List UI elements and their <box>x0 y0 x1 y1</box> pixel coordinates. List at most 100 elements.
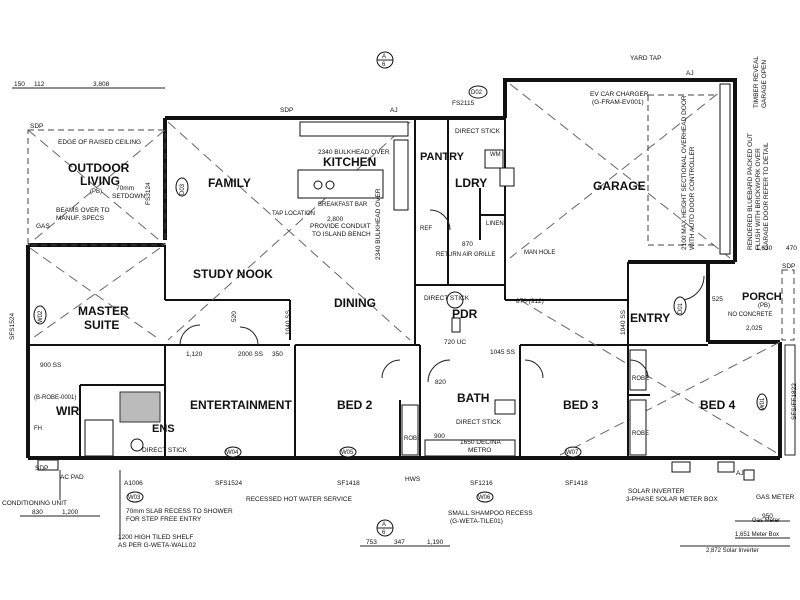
dim-347: 347 <box>394 539 405 546</box>
ac-pad <box>37 459 59 471</box>
note-shampoo: SMALL SHAMPOO RECESS <box>448 510 533 517</box>
dim-1040ss-2: 1040 SS <box>620 309 627 335</box>
svg-text:FOR STEP FREE ENTRY: FOR STEP FREE ENTRY <box>126 516 202 523</box>
room-entertainment: ENTERTAINMENT <box>190 398 292 412</box>
code-sdp-bottom: SDP <box>35 465 48 472</box>
outdoor-living-outline <box>27 129 166 246</box>
dim-830: 830 <box>32 509 43 516</box>
room-bed4: BED 4 <box>700 398 736 412</box>
dim-1045ss: 1045 SS <box>490 349 516 356</box>
code-a1006: A1006 <box>124 480 143 487</box>
dim-1630: 1,630 <box>756 245 773 252</box>
note-bulkhead-dining: 2340 BULKHEAD OVER <box>375 188 382 260</box>
dim-753: 753 <box>366 539 377 546</box>
room-entry: ENTRY <box>630 311 670 325</box>
note-gas-meter-label: Gas Meter <box>752 518 780 524</box>
svg-text:6: 6 <box>382 530 386 536</box>
note-edge-raised: EDGE OF RAISED CEILING <box>58 139 141 146</box>
note-garage-door: 2100 MAX HEIGHT SECTIONAL OVERHEAD DOOR <box>681 95 688 250</box>
svg-text:MANUF. SPECS: MANUF. SPECS <box>56 215 105 222</box>
note-hot-water: RECESSED HOT WATER SERVICE <box>246 496 353 503</box>
robe-bed2 <box>401 404 419 456</box>
note-solar-inverter: SOLAR INVERTER <box>628 488 685 495</box>
dim-3808: 3,808 <box>93 81 110 88</box>
room-linen: LINEN <box>486 221 504 227</box>
room-kitchen: KITCHEN <box>323 155 376 169</box>
note-no-concrete: NO CONCRETE <box>728 312 772 318</box>
note-beams: BEAMS OVER TO <box>56 207 110 214</box>
dim-870: 870 <box>462 241 473 248</box>
garage-door <box>719 83 731 255</box>
tag-d01: D01 <box>678 302 684 314</box>
bath-tub <box>424 439 516 457</box>
meter-box <box>717 461 735 473</box>
room-bed2: BED 2 <box>337 398 373 412</box>
solar-inverter-box <box>671 461 691 473</box>
dim-720uc: 720 UC <box>444 339 466 346</box>
svg-text:TO ISLAND BENCH: TO ISLAND BENCH <box>312 231 371 238</box>
note-solar-meter: 3-PHASE SOLAR METER BOX <box>626 496 718 503</box>
svg-text:GARAGE OPEN: GARAGE OPEN <box>761 60 768 108</box>
code-aj-garage: AJ <box>686 70 694 77</box>
note-tiled-shelf: 1200 HIGH TILED SHELF <box>118 534 193 541</box>
tag-w03: W03 <box>128 495 141 501</box>
note-direct-stick-1: DIRECT STICK <box>455 128 501 135</box>
ens-toilet-icon <box>130 438 144 452</box>
dim-350: 350 <box>272 351 283 358</box>
svg-text:METRO: METRO <box>468 447 491 454</box>
ref-label: REF <box>420 226 432 232</box>
dim-2025: 2,025 <box>746 325 763 332</box>
robe-bed4 <box>629 399 647 456</box>
tag-w07: W07 <box>566 450 579 456</box>
room-family: FAMILY <box>208 176 251 190</box>
dim-520: 520 <box>231 311 238 322</box>
note-conduit: PROVIDE CONDUIT <box>310 223 371 230</box>
dim-2000ss: 2000 SS <box>238 351 264 358</box>
note-man-hole: MAN HOLE <box>524 250 555 256</box>
svg-text:AS PER G-WETA-WALL02: AS PER G-WETA-WALL02 <box>118 542 196 549</box>
code-sf1216: SF1216 <box>470 480 493 487</box>
note-direct-stick-3: DIRECT STICK <box>456 419 502 426</box>
note-fh: FH <box>34 426 42 432</box>
code-sdp-right: SDP <box>782 263 795 270</box>
dim-820: 820 <box>435 379 446 386</box>
note-gas-meter: GAS METER <box>756 494 795 501</box>
gas-meter-box <box>743 469 755 481</box>
note-robe-code: (B-ROBE-0001) <box>34 395 76 401</box>
room-pantry: PANTRY <box>420 151 465 163</box>
svg-text:GARAGE DOOR REFER TO DETAIL: GARAGE DOOR REFER TO DETAIL <box>763 142 770 250</box>
note-conditioning-unit: CONDITIONING UNIT <box>2 500 67 507</box>
dim-470: 470 <box>786 245 797 252</box>
room-study-nook: STUDY NOOK <box>193 267 273 281</box>
tag-w01: W01 <box>760 397 766 410</box>
svg-text:A: A <box>382 54 386 60</box>
room-bath: BATH <box>457 391 489 405</box>
pdr-toilet-icon <box>446 291 464 309</box>
code-aj-top: AJ <box>390 107 398 114</box>
svg-text:A: A <box>382 522 386 528</box>
dim-2800: 2,800 <box>327 216 344 223</box>
room-dining: DINING <box>334 296 376 310</box>
note-meter-box: 1,651 Meter Box <box>735 532 779 538</box>
note-direct-stick-4: DIRECT STICK <box>142 447 188 454</box>
tag-w06: W06 <box>478 495 491 501</box>
note-bulkhead-kitchen: 2340 BULKHEAD OVER <box>318 149 390 156</box>
room-master-2: SUITE <box>84 318 119 332</box>
robe-bed4-label: ROBE <box>632 431 649 437</box>
code-sf1418b: SF1418 <box>565 480 588 487</box>
svg-text:(PB): (PB) <box>90 189 102 195</box>
dim-1190: 1,190 <box>427 539 444 546</box>
note-setdown: 70mm <box>116 185 134 192</box>
code-sfs1524-left: SFS1524 <box>9 313 16 340</box>
code-sdp-top: SDP <box>280 107 293 114</box>
svg-text:6: 6 <box>382 62 386 68</box>
code-sdp-left: SDP <box>30 123 43 130</box>
svg-text:(G-WETA-TILE01): (G-WETA-TILE01) <box>450 518 503 525</box>
dim-950: 950 <box>762 513 773 520</box>
robe-bed3-label: ROBE <box>632 376 649 382</box>
room-ens: ENS <box>152 423 175 435</box>
tag-d02: D02 <box>471 90 483 96</box>
note-solar-inv-dim: 2,872 Solar Inverter <box>706 548 759 554</box>
tag-d03: D03 <box>180 183 186 195</box>
